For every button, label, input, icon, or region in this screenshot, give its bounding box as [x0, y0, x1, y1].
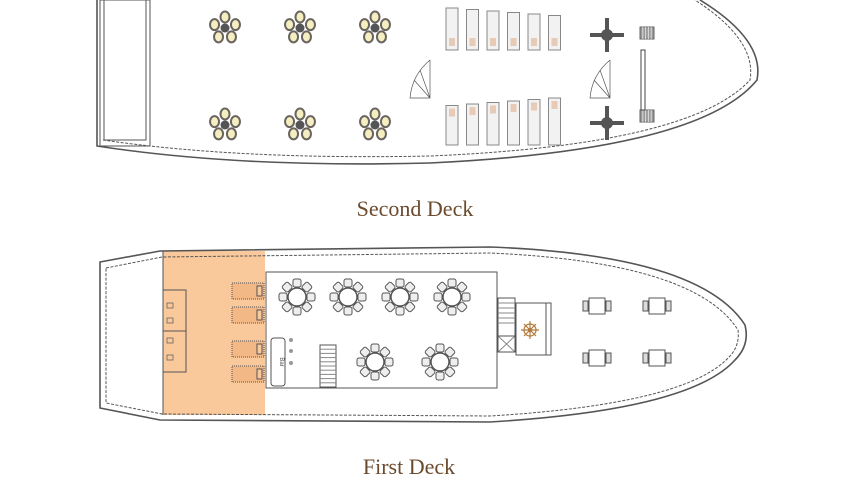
- four-seat-table-icon: [590, 18, 624, 52]
- bar-counter: [270, 337, 286, 387]
- square-table-icon: [642, 349, 672, 367]
- round-table-icon: [356, 343, 394, 381]
- cabin-highlight-area: [163, 251, 265, 415]
- sun-table-icon: [284, 107, 316, 141]
- second-deck-hull: [96, 0, 759, 165]
- round-table-icon: [381, 278, 419, 316]
- bar-stool-icon: [289, 361, 293, 365]
- sun-lounger-icon: [548, 97, 561, 146]
- first-deck-hull-inner: [105, 252, 739, 417]
- round-table-icon: [433, 278, 471, 316]
- second-deck-bow-structure: [640, 49, 646, 111]
- toilet-icon: [166, 337, 174, 344]
- sun-lounger-icon: [507, 12, 520, 51]
- staircase-icon: [319, 297, 516, 388]
- first-deck-plan: Bar: [99, 246, 748, 423]
- round-table-icon: [278, 278, 316, 316]
- staircase-icon: [639, 109, 655, 123]
- wheelhouse-console: [545, 302, 552, 356]
- round-table-icon: [329, 278, 367, 316]
- cabin-bed-icon: [231, 340, 265, 358]
- four-seat-table-icon: [590, 106, 624, 140]
- second-deck-stern-area: [99, 0, 151, 147]
- first-deck-hull: [99, 246, 748, 423]
- cabin-bed-icon: [231, 365, 265, 383]
- sun-table-icon: [209, 107, 241, 141]
- round-table-icon: [421, 343, 459, 381]
- sun-table-icon: [359, 10, 391, 44]
- sun-lounger-icon: [445, 105, 459, 146]
- square-table-icon: [582, 349, 612, 367]
- cabin-bed-icon: [231, 282, 265, 300]
- second-deck-hull-inner: [102, 0, 752, 158]
- cabin-bed-icon: [231, 306, 265, 324]
- second-deck-label: Second Deck: [356, 196, 474, 221]
- steering-wheel-icon: [521, 321, 539, 339]
- sun-lounger-icon: [466, 103, 479, 146]
- toilet-icon: [166, 317, 174, 324]
- toilet-icon: [166, 302, 174, 309]
- bar-stool-icon: [289, 338, 293, 342]
- dining-room: [265, 271, 498, 389]
- spiral-stair-icon: [409, 59, 431, 99]
- sun-lounger-icon: [445, 7, 459, 51]
- sun-lounger-icon: [548, 15, 561, 51]
- bar-label: Bar: [278, 357, 284, 366]
- sun-table-icon: [209, 10, 241, 44]
- sun-lounger-icon: [486, 10, 500, 51]
- sun-lounger-icon: [507, 100, 520, 146]
- sun-table-icon: [359, 107, 391, 141]
- bar-stool-icon: [289, 349, 293, 353]
- sun-lounger-icon: [527, 13, 541, 51]
- sun-table-icon: [284, 10, 316, 44]
- sun-lounger-icon: [527, 99, 541, 146]
- sun-lounger-icon: [466, 9, 479, 51]
- square-table-icon: [582, 297, 612, 315]
- first-deck-label: First Deck: [362, 454, 456, 477]
- second-deck-stern-inner: [103, 0, 147, 141]
- sun-lounger-icon: [486, 102, 500, 146]
- spiral-stair-icon: [589, 59, 611, 99]
- square-table-icon: [642, 297, 672, 315]
- toilet-icon: [166, 354, 174, 361]
- second-deck-plan: [96, 0, 759, 165]
- staircase-icon: [639, 26, 655, 40]
